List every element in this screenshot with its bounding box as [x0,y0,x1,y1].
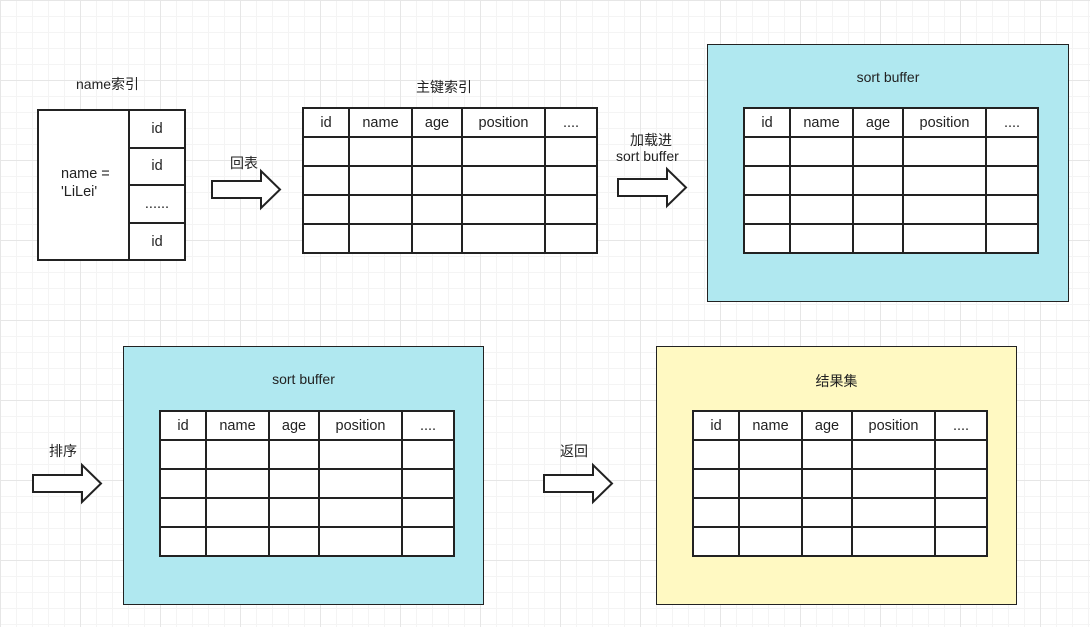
table-row [692,439,988,470]
table-row [302,223,598,254]
name-index-box: name = 'LiLei' id id ...... id [37,109,186,261]
table-row [743,194,1039,225]
table-row [159,497,455,528]
name-index-key: name = 'LiLei' [39,111,130,259]
column-header-name: name [205,410,270,441]
column-header-name: name [789,107,854,138]
column-header-age: age [852,107,904,138]
column-header-more: .... [401,410,455,441]
name-index-id-cell: ...... [130,186,184,224]
arrow-right-icon [543,462,614,505]
name-index-id-cell: id [151,234,163,251]
table-row [692,468,988,499]
column-header-position: position [902,107,987,138]
table-row [159,526,455,557]
result-set-title: 结果集 [815,373,858,389]
table-row [302,165,598,196]
column-header-id: id [692,410,740,441]
primary-index-table: id name age position .... [302,107,598,254]
column-header-id: id [159,410,207,441]
sort-buffer-table: id name age position .... [743,107,1039,254]
column-header-position: position [851,410,936,441]
step-label-load-into-line2: sort buffer [616,148,679,164]
name-index-id-column: id id ...... id [130,111,184,259]
name-index-key-text: name = 'LiLei' [61,166,110,200]
table-row [743,136,1039,167]
table-row [743,165,1039,196]
primary-index-title: 主键索引 [416,79,472,95]
sort-buffer-title: sort buffer [272,371,335,387]
column-header-more: .... [934,410,988,441]
name-index-title: name索引 [76,76,140,92]
arrow-right-icon [32,462,103,505]
table-row [302,194,598,225]
column-header-age: age [411,107,463,138]
column-header-id: id [302,107,350,138]
step-label-load-into-line1: 加载进 [630,132,672,148]
table-header-row: id name age position .... [743,107,1039,138]
column-header-more: .... [985,107,1039,138]
column-header-age: age [268,410,320,441]
step-label-return: 返回 [560,443,588,459]
table-header-row: id name age position .... [302,107,598,138]
arrow-right-icon [617,166,688,209]
column-header-more: .... [544,107,598,138]
column-header-age: age [801,410,853,441]
column-header-position: position [318,410,403,441]
table-row [159,439,455,470]
step-label-return-to-table: 回表 [230,155,258,171]
name-index-id-cell: id [130,111,184,149]
column-header-position: position [461,107,546,138]
arrow-right-icon [211,168,282,211]
table-row [692,526,988,557]
table-header-row: id name age position .... [692,410,988,441]
column-header-id: id [743,107,791,138]
table-row [692,497,988,528]
column-header-name: name [738,410,803,441]
sort-buffer-title: sort buffer [856,69,920,85]
step-label-sort: 排序 [49,443,77,459]
table-row [743,223,1039,254]
column-header-name: name [348,107,413,138]
table-header-row: id name age position .... [159,410,455,441]
result-set-table: id name age position .... [692,410,988,557]
sorted-buffer-table: id name age position .... [159,410,455,557]
name-index-id-cell: id [130,149,184,186]
table-row [302,136,598,167]
table-row [159,468,455,499]
